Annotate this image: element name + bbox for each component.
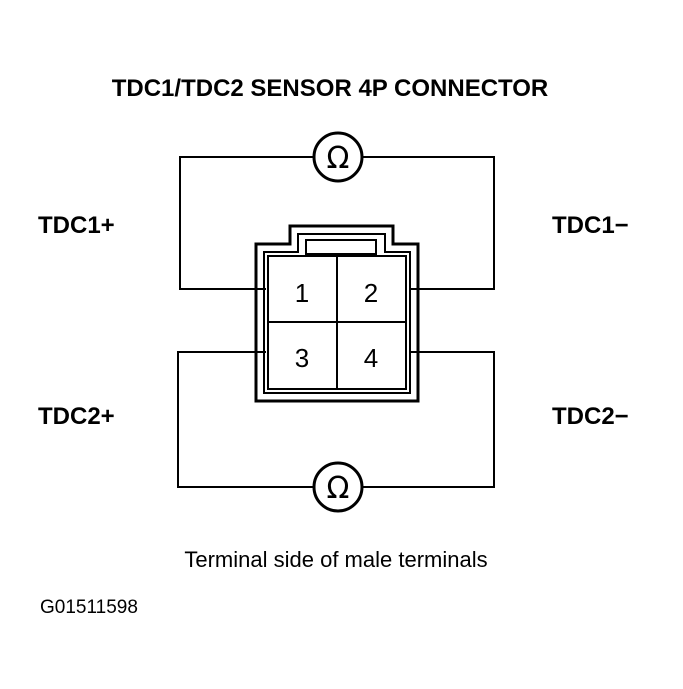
tdc2-minus-wire xyxy=(363,351,495,488)
figure-id: G01511598 xyxy=(40,597,138,618)
bottom-ohm-icon: Ω xyxy=(327,471,350,506)
bottom-ohmmeter-circle xyxy=(312,461,364,513)
tdc1-plus-label: TDC1+ xyxy=(38,212,115,239)
figure-caption: Terminal side of male terminals xyxy=(184,547,487,572)
top-ohmmeter: Ω xyxy=(312,131,364,183)
top-ohm-icon: Ω xyxy=(327,141,350,176)
tdc1-plus-wire xyxy=(179,156,313,290)
connector-body: 1 2 3 4 xyxy=(254,224,420,403)
pin-2-label: 2 xyxy=(364,278,378,308)
tdc2-plus-label: TDC2+ xyxy=(38,403,115,430)
tdc1-minus-label: TDC1− xyxy=(552,212,629,239)
connector-lock-slot xyxy=(305,239,377,255)
top-ohmmeter-circle xyxy=(312,131,364,183)
tdc2-plus-wire xyxy=(177,351,313,488)
bottom-ohmmeter: Ω xyxy=(312,461,364,513)
diagram-title: TDC1/TDC2 SENSOR 4P CONNECTOR xyxy=(112,75,549,102)
connector-inner-outline xyxy=(263,233,411,394)
tdc2-minus-label: TDC2− xyxy=(552,403,629,430)
tdc1-circuit xyxy=(179,156,495,290)
tdc1-minus-wire xyxy=(363,156,495,290)
pin-3-label: 3 xyxy=(295,343,309,373)
pin-1-label: 1 xyxy=(295,278,309,308)
tdc2-circuit xyxy=(177,351,495,488)
connector-housing xyxy=(254,224,420,403)
pin-4-label: 4 xyxy=(364,343,378,373)
